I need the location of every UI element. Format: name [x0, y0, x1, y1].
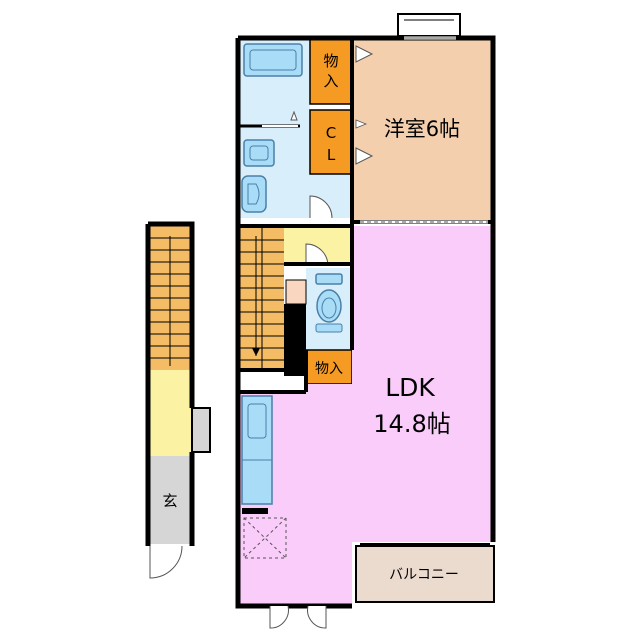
- ldk-label-line1: LDK: [385, 373, 435, 402]
- ldk-label-line2: 14.8帖: [373, 410, 450, 438]
- wash-basin-bowl: [249, 145, 269, 161]
- bathtub-inner: [249, 49, 297, 71]
- washing-machine-curve: [247, 183, 260, 205]
- storage-door-marker-2: [355, 147, 374, 165]
- kitchen-counter: [241, 395, 273, 505]
- western-room-label: 洋室6帖: [384, 117, 460, 141]
- pipe-shaft: [284, 304, 306, 376]
- washroom-door-swing: [309, 195, 333, 219]
- storage-upper-label-1: 物: [323, 52, 338, 70]
- storage-upper: [309, 37, 353, 105]
- storage-upper-label-2: 入: [323, 72, 338, 90]
- balcony-label: バルコニー: [389, 567, 459, 583]
- toilet-tank: [315, 273, 343, 285]
- closet-label-2: L: [327, 146, 336, 164]
- bath-door-marker: [290, 110, 298, 121]
- storage-door-marker-1: [355, 45, 374, 63]
- entrance-label: 玄: [162, 492, 177, 510]
- shoe-cabinet: [191, 407, 211, 453]
- washing-machine-pan: [241, 175, 267, 213]
- entrance-door-swing: [149, 545, 183, 579]
- kitchen-sink: [247, 403, 267, 439]
- bathtub: [243, 43, 303, 77]
- stair-treads: [238, 228, 284, 370]
- ldk-room: [238, 226, 493, 606]
- range-hood: [242, 508, 268, 514]
- toilet-bowl: [316, 289, 342, 323]
- stairs-upper: [238, 228, 284, 370]
- entrance: [148, 456, 192, 544]
- lower-hallway: [148, 370, 192, 456]
- bottom-door-right: [307, 605, 327, 629]
- fridge-space-x2: [243, 517, 287, 559]
- closet-label-1: C: [326, 124, 336, 142]
- fridge-space-x1: [243, 517, 287, 559]
- toilet-sink: [315, 323, 343, 333]
- western-room: [353, 38, 493, 222]
- closet: [309, 109, 353, 175]
- small-shelf: [285, 279, 307, 305]
- storage-lower-label: 物入: [315, 361, 343, 377]
- fridge-space: [243, 517, 287, 559]
- stair-arrow: [252, 348, 260, 356]
- bottom-door-left: [269, 605, 289, 629]
- wash-basin: [243, 139, 275, 167]
- storage-door-marker-3: [355, 119, 368, 129]
- window-frame: [397, 13, 461, 37]
- lower-outer-walls: [145, 221, 195, 546]
- toilet-seat: [321, 297, 337, 319]
- balcony: [355, 545, 495, 603]
